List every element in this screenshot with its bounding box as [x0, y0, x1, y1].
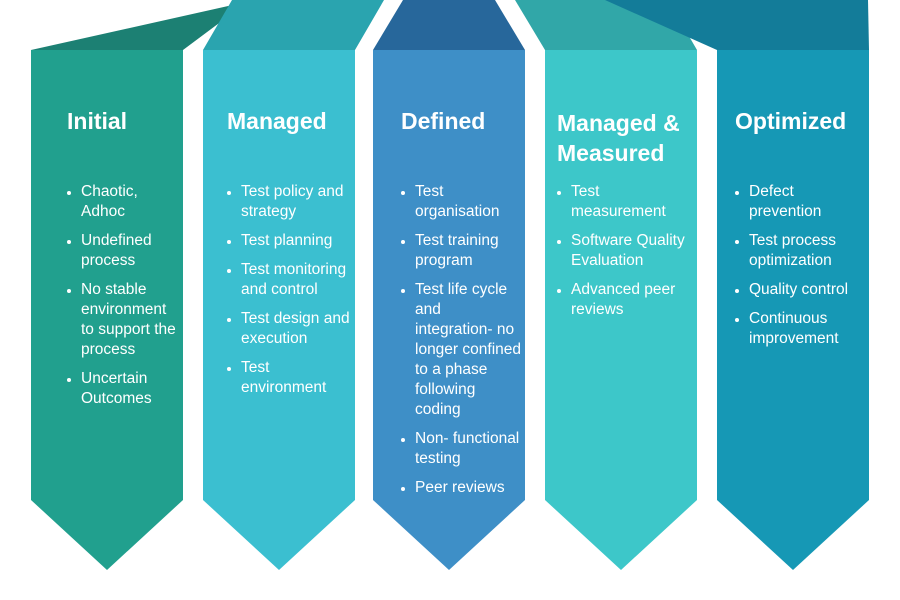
- list-item: Test planning: [227, 231, 351, 251]
- list-item: Uncertain Outcomes: [67, 369, 179, 409]
- list-item: Continuous improvement: [735, 309, 865, 349]
- list-item: Test process optimization: [735, 231, 865, 271]
- list-item: Test environment: [227, 358, 351, 398]
- list-item: Peer reviews: [401, 478, 521, 498]
- list-item: Non- functional testing: [401, 429, 521, 469]
- list-item: No stable environment to support the pro…: [67, 280, 179, 360]
- list-item: Test policy and strategy: [227, 182, 351, 222]
- list-item: Test design and execution: [227, 309, 351, 349]
- arrow-column-shape: [545, 50, 697, 570]
- list-item: Test training program: [401, 231, 521, 271]
- arrow-column-shape: [373, 50, 525, 570]
- list-item: Quality control: [735, 280, 865, 300]
- list-item: Test measurement: [557, 182, 693, 222]
- list-item: Defect prevention: [735, 182, 865, 222]
- fan-segment: [605, 0, 869, 50]
- list-item: Advanced peer reviews: [557, 280, 693, 320]
- list-item: Undefined process: [67, 231, 179, 271]
- fan-segment: [203, 0, 384, 50]
- stage-title: Managed: [227, 108, 327, 134]
- list-item: Test life cycle and integration- no long…: [401, 280, 521, 420]
- fan-segment: [373, 0, 525, 50]
- arrow-column-shape: [717, 50, 869, 570]
- arrow-column-shape: [203, 50, 355, 570]
- stage-title: Optimized: [735, 108, 847, 134]
- stage-title: Initial: [67, 108, 128, 134]
- list-item: Test organisation: [401, 182, 521, 222]
- list-item: Chaotic, Adhoc: [67, 182, 179, 222]
- arrow-column-shape: [31, 50, 183, 570]
- stage-title: Defined: [401, 108, 486, 134]
- list-item: Software Quality Evaluation: [557, 231, 693, 271]
- list-item: Test monitoring and control: [227, 260, 351, 300]
- fan-segment: [31, 0, 255, 50]
- stage-title: Managed & Measured: [557, 110, 680, 166]
